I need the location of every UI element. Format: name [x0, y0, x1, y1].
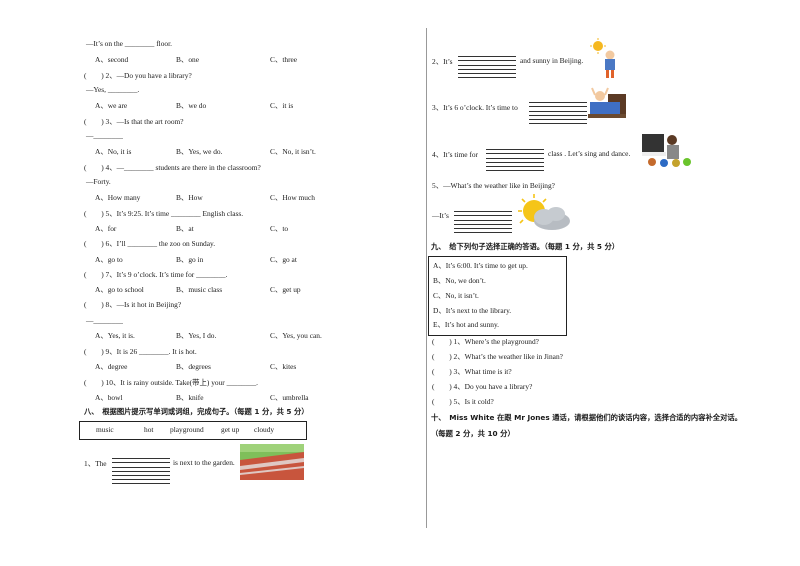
answer-choice-a[interactable]: A、go to school	[95, 285, 144, 294]
answer-option-b: B、No, we don’t.	[433, 276, 486, 285]
word-bank-item: cloudy	[254, 425, 275, 434]
question-line: ( ) 8、—Is it hot in Beijing?	[84, 300, 182, 309]
answer-choice-b[interactable]: B、music class	[176, 285, 223, 294]
answer-option-c: C、No, it isn’t.	[433, 291, 479, 300]
answer-choice-a[interactable]: A、degree	[95, 362, 128, 371]
s8-q2-blank[interactable]	[458, 53, 516, 79]
s8-q3-prefix: 3、It’s 6 o’clock. It’s time to	[432, 103, 518, 112]
question-line: ( ) 7、It’s 9 o’clock. It’s time for ____…	[84, 270, 228, 279]
answer-choice-c[interactable]: C、kites	[270, 362, 297, 371]
kids-at-piano-icon	[642, 134, 691, 167]
s8-q4-prefix: 4、It’s time for	[432, 150, 478, 159]
question-line: —________	[86, 316, 123, 325]
answer-option-d: D、It’s next to the library.	[433, 306, 512, 315]
answer-option-e: E、It’s hot and sunny.	[433, 320, 500, 329]
s8-q5-answer-prefix: —It’s	[432, 211, 449, 220]
boy-waking-in-bed-icon	[588, 87, 626, 118]
answer-choice-b[interactable]: B、one	[176, 55, 199, 64]
answer-choice-b[interactable]: B、go in	[176, 255, 204, 264]
answer-choice-c[interactable]: C、to	[270, 224, 289, 233]
answer-choice-a[interactable]: A、for	[95, 224, 117, 233]
question-line: —Yes, ________.	[86, 85, 140, 94]
word-bank-item: playground	[170, 425, 204, 434]
s8-q2-prefix: 2、It’s	[432, 57, 453, 66]
answer-choice-b[interactable]: B、How	[176, 193, 203, 202]
answer-choice-c[interactable]: C、it is	[270, 101, 294, 110]
answer-choice-a[interactable]: A、No, it is	[95, 147, 132, 156]
word-bank-box: music hot playground get up cloudy	[79, 421, 307, 440]
answer-choice-c[interactable]: C、go at	[270, 255, 297, 264]
answer-options-box: A、It’s 6:00. It’s time to get up. B、No, …	[428, 256, 567, 336]
section-10-heading-line2: （每题 2 分，共 10 分）	[431, 429, 515, 438]
question-line: ( ) 4、—________ students are there in th…	[84, 163, 261, 172]
answer-choice-b[interactable]: B、at	[176, 224, 194, 233]
sun-behind-cloud-icon	[518, 194, 570, 230]
s8-q5-blank[interactable]	[454, 208, 512, 234]
answer-choice-b[interactable]: B、knife	[176, 393, 204, 402]
answer-choice-a[interactable]: A、Yes, it is.	[95, 331, 135, 340]
s8-q5-line: 5、—What’s the weather like in Beijing?	[432, 181, 555, 190]
answer-choice-a[interactable]: A、go to	[95, 255, 123, 264]
answer-choice-b[interactable]: B、Yes, I do.	[176, 331, 217, 340]
s9-question-5: ( ) 5、Is it cold?	[432, 397, 494, 406]
section-10-heading-line1: 十、 Miss White 在跟 Mr Jones 通话，请根据他们的谈话内容，…	[431, 413, 742, 422]
answer-choice-c[interactable]: C、three	[270, 55, 298, 64]
answer-choice-c[interactable]: C、get up	[270, 285, 301, 294]
s8-q4-blank[interactable]	[486, 146, 544, 172]
question-line: —________	[86, 131, 123, 140]
answer-choice-c[interactable]: C、No, it isn’t.	[270, 147, 316, 156]
s9-question-2: ( ) 2、What’s the weather like in Jinan?	[432, 352, 563, 361]
answer-choice-c[interactable]: C、umbrella	[270, 393, 309, 402]
s8-q1-suffix: is next to the garden.	[173, 458, 235, 467]
answer-choice-b[interactable]: B、we do	[176, 101, 207, 110]
question-line: ( ) 10、It is rainy outside. Take(带上) you…	[84, 378, 259, 387]
column-divider	[426, 28, 427, 528]
answer-choice-a[interactable]: A、bowl	[95, 393, 123, 402]
question-line: ( ) 5、It’s 9:25. It’s time ________ Engl…	[84, 209, 244, 218]
question-line: ( ) 2、—Do you have a library?	[84, 71, 192, 80]
s8-q4-suffix: class . Let’s sing and dance.	[548, 149, 631, 158]
s8-q2-suffix: and sunny in Beijing.	[520, 56, 584, 65]
answer-choice-a[interactable]: A、we are	[95, 101, 128, 110]
section-9-heading: 九、 给下列句子选择正确的答语。（每题 1 分，共 5 分）	[431, 242, 620, 251]
answer-choice-b[interactable]: B、Yes, we do.	[176, 147, 223, 156]
answer-choice-b[interactable]: B、degrees	[176, 362, 211, 371]
word-bank-item: hot	[144, 425, 154, 434]
word-bank-item: music	[96, 425, 114, 434]
answer-option-a: A、It’s 6:00. It’s time to get up.	[433, 261, 528, 270]
s8-q1-blank[interactable]	[112, 455, 170, 485]
question-line: —Forty.	[86, 177, 111, 186]
question-line: ( ) 3、—Is that the art room?	[84, 117, 184, 126]
s8-q1-prefix: 1、The	[84, 459, 107, 468]
s8-q3-blank[interactable]	[529, 99, 587, 125]
answer-choice-c[interactable]: C、Yes, you can.	[270, 331, 322, 340]
question-line: ( ) 6、I’ll ________ the zoo on Sunday.	[84, 239, 216, 248]
playground-track-icon	[240, 444, 304, 480]
answer-choice-a[interactable]: A、How many	[95, 193, 141, 202]
sun-and-boy-icon	[590, 38, 615, 78]
section-8-heading: 八、 根据图片提示写单词或词组，完成句子。（每题 1 分，共 5 分）	[84, 407, 309, 416]
answer-choice-a[interactable]: A、second	[95, 55, 129, 64]
question-line: ( ) 9、It is 26 ________. It is hot.	[84, 347, 197, 356]
answer-choice-c[interactable]: C、How much	[270, 193, 315, 202]
s9-question-1: ( ) 1、Where’s the playground?	[432, 337, 539, 346]
question-line: —It’s on the ________ floor.	[86, 39, 173, 48]
word-bank-item: get up	[221, 425, 240, 434]
s9-question-3: ( ) 3、What time is it?	[432, 367, 512, 376]
s9-question-4: ( ) 4、Do you have a library?	[432, 382, 533, 391]
